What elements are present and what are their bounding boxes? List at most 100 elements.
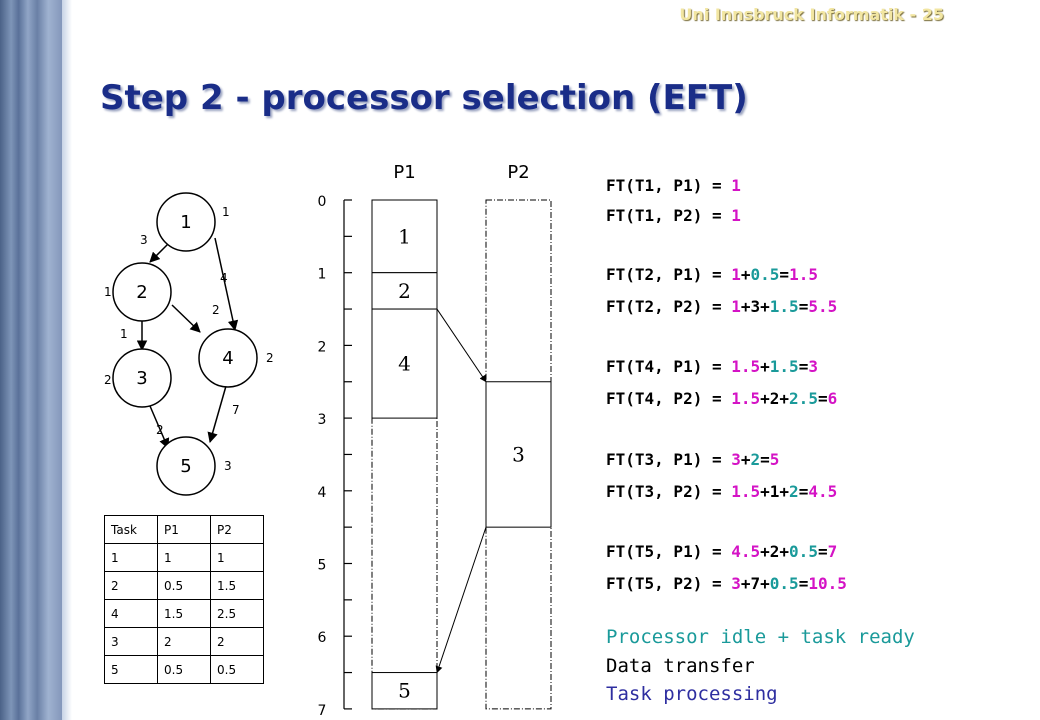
edge-weight: 7	[232, 403, 240, 417]
time-tick-label: 7	[318, 703, 327, 719]
table-cell: 2.5	[210, 599, 264, 628]
ft-term: FT(T5, P1) =	[606, 542, 732, 561]
edge-4-5	[207, 385, 227, 444]
ft-equation: FT(T3, P1) = 3+2=5	[606, 450, 779, 469]
ft-term: =	[779, 265, 790, 284]
slide-title: Step 2 - processor selection (EFT)	[100, 78, 748, 118]
time-tick-label: 6	[318, 630, 327, 646]
slide-sidebar-edge	[62, 0, 72, 720]
node-weight: 1	[104, 285, 112, 299]
transfer-arrow	[435, 526, 487, 674]
edge-weight: 2	[212, 303, 220, 317]
ft-term: FT(T5, P2) =	[606, 574, 732, 593]
ft-equation: FT(T3, P2) = 1.5+1+2=4.5	[606, 482, 837, 501]
table-cell: 0.5	[157, 655, 211, 684]
table-cell: 5	[104, 655, 158, 684]
ft-term: 4.5	[731, 542, 761, 561]
ft-term: +	[740, 450, 751, 469]
ft-equation: FT(T2, P1) = 1+0.5=1.5	[606, 265, 818, 284]
table-header-cell: Task	[104, 515, 158, 544]
task-block-2	[371, 272, 438, 310]
ft-term: 2	[789, 482, 799, 501]
task-block-1	[371, 199, 438, 274]
time-tick-label: 5	[318, 558, 327, 574]
ft-term: 1.5	[731, 482, 761, 501]
ft-term: 1.5	[731, 357, 761, 376]
table-cell: 1.5	[210, 571, 264, 600]
ft-term: FT(T2, P2) =	[606, 297, 732, 316]
ft-term: 1	[731, 297, 741, 316]
table-cell: 1	[104, 543, 158, 572]
ft-equation: FT(T1, P2) = 1	[606, 206, 741, 225]
task-block-label: 3	[512, 442, 525, 466]
table-cell: 1	[157, 543, 211, 572]
table-cell: 1	[210, 543, 264, 572]
legend-item: Task processing	[606, 683, 778, 705]
ft-term: +1+	[760, 482, 790, 501]
table-header-cell: P2	[210, 515, 264, 544]
time-tick-label: 2	[318, 339, 327, 355]
ft-term: 0.5	[789, 542, 818, 561]
node-weight: 1	[222, 205, 230, 219]
node-weight: 2	[104, 373, 112, 387]
table-cell: 2	[210, 627, 264, 656]
edge-weight: 4	[220, 271, 228, 285]
graph-node-label: 1	[180, 212, 191, 233]
ft-term: 6	[827, 389, 838, 408]
graph-node-5	[156, 436, 216, 496]
slide-header: Uni Innsbruck Informatik - 25	[679, 5, 944, 24]
slide-sidebar-band	[0, 0, 62, 720]
ft-term: 2.5	[789, 389, 818, 408]
ft-term: 0.5	[769, 574, 799, 593]
ft-term: 1	[731, 265, 741, 284]
ft-equation: FT(T4, P2) = 1.5+2+2.5=6	[606, 389, 837, 408]
ft-term: =	[798, 357, 809, 376]
ft-term: =	[817, 389, 828, 408]
graph-node-label: 4	[222, 348, 233, 369]
task-block-label: 1	[398, 224, 411, 248]
edge-3-5	[149, 405, 170, 449]
ft-term: 3	[731, 574, 741, 593]
task-block-label: 4	[398, 352, 411, 376]
table-cell: 0.5	[157, 571, 211, 600]
edge-1-2	[149, 241, 171, 263]
table-cell: 1.5	[157, 599, 211, 628]
graph-node-3	[112, 348, 172, 408]
task-block-4	[371, 308, 438, 419]
ft-term: 1.5	[769, 297, 799, 316]
ft-term: FT(T4, P1) =	[606, 357, 732, 376]
edge-weight: 2	[156, 423, 164, 437]
ft-term: 5	[769, 450, 780, 469]
table-cell: 3	[104, 627, 158, 656]
task-block-3	[485, 381, 552, 528]
ft-term: FT(T4, P2) =	[606, 389, 732, 408]
edge-weight: 1	[120, 327, 128, 341]
ft-term: 1.5	[731, 389, 761, 408]
ft-term: FT(T1, P2) =	[606, 206, 732, 225]
edge-1-4	[214, 237, 239, 332]
graph-edges	[136, 237, 239, 449]
table-cell: 2	[157, 627, 211, 656]
ft-term: 4.5	[808, 482, 838, 501]
ft-term: =	[817, 542, 828, 561]
ft-term: 7	[827, 542, 838, 561]
ft-term: +3+	[740, 297, 770, 316]
time-tick-label: 4	[318, 485, 327, 501]
ft-term: FT(T2, P1) =	[606, 265, 732, 284]
table-header-cell: P1	[157, 515, 211, 544]
graph-node-label: 5	[180, 456, 191, 477]
table-cell: 4	[104, 599, 158, 628]
legend-item: Processor idle + task ready	[606, 626, 915, 648]
ft-term: 0.5	[750, 265, 780, 284]
